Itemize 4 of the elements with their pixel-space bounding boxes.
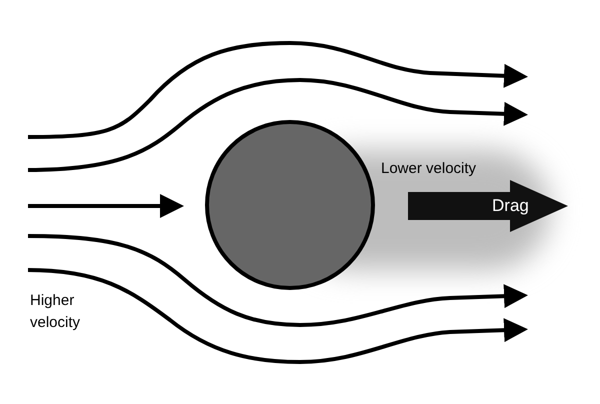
drag-label: Drag — [492, 195, 529, 217]
velocity-label: Lower velocity — [381, 159, 478, 179]
drag-arrow — [408, 180, 568, 232]
velocity-label: Higher velocity — [30, 291, 82, 333]
